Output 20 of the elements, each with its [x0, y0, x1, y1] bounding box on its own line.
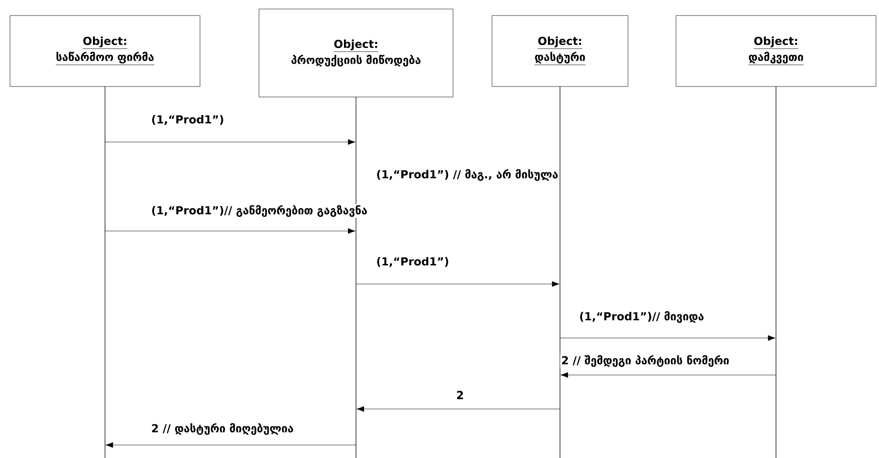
message-label: 2 // დასტური მიღებულია: [150, 422, 295, 436]
message-arrow: [560, 372, 776, 378]
message-arrow: [104, 228, 356, 234]
lifeline: [104, 86, 106, 458]
message-label: (1,“Prod1”): [375, 256, 450, 268]
object-box: Object: დასტური: [492, 15, 628, 87]
object-box: Object: პროდუქციის მიწოდება: [258, 8, 454, 98]
message-arrow: [560, 335, 776, 341]
message-arrow: [356, 406, 560, 412]
message-label: 2: [455, 390, 465, 400]
object-box: Object: დამკვეთი: [676, 15, 876, 87]
message-label: (1,“Prod1”) // მაგ., არ მისულა: [375, 168, 560, 182]
object-box: Object: საწარმოო ფირმა: [10, 15, 200, 87]
message-label: (1,“Prod1”)// მივიდა: [578, 310, 706, 324]
message-label: (1,“Prod1”): [150, 114, 226, 126]
message-arrow: [106, 442, 356, 448]
message-arrow: [104, 139, 356, 145]
message-label: (1,“Prod1”)// განმეორებით გაგზავნა: [150, 204, 368, 218]
message-arrow: [356, 281, 560, 287]
message-label: 2 // შემდეგი პარტიის ნომერი: [560, 354, 730, 368]
